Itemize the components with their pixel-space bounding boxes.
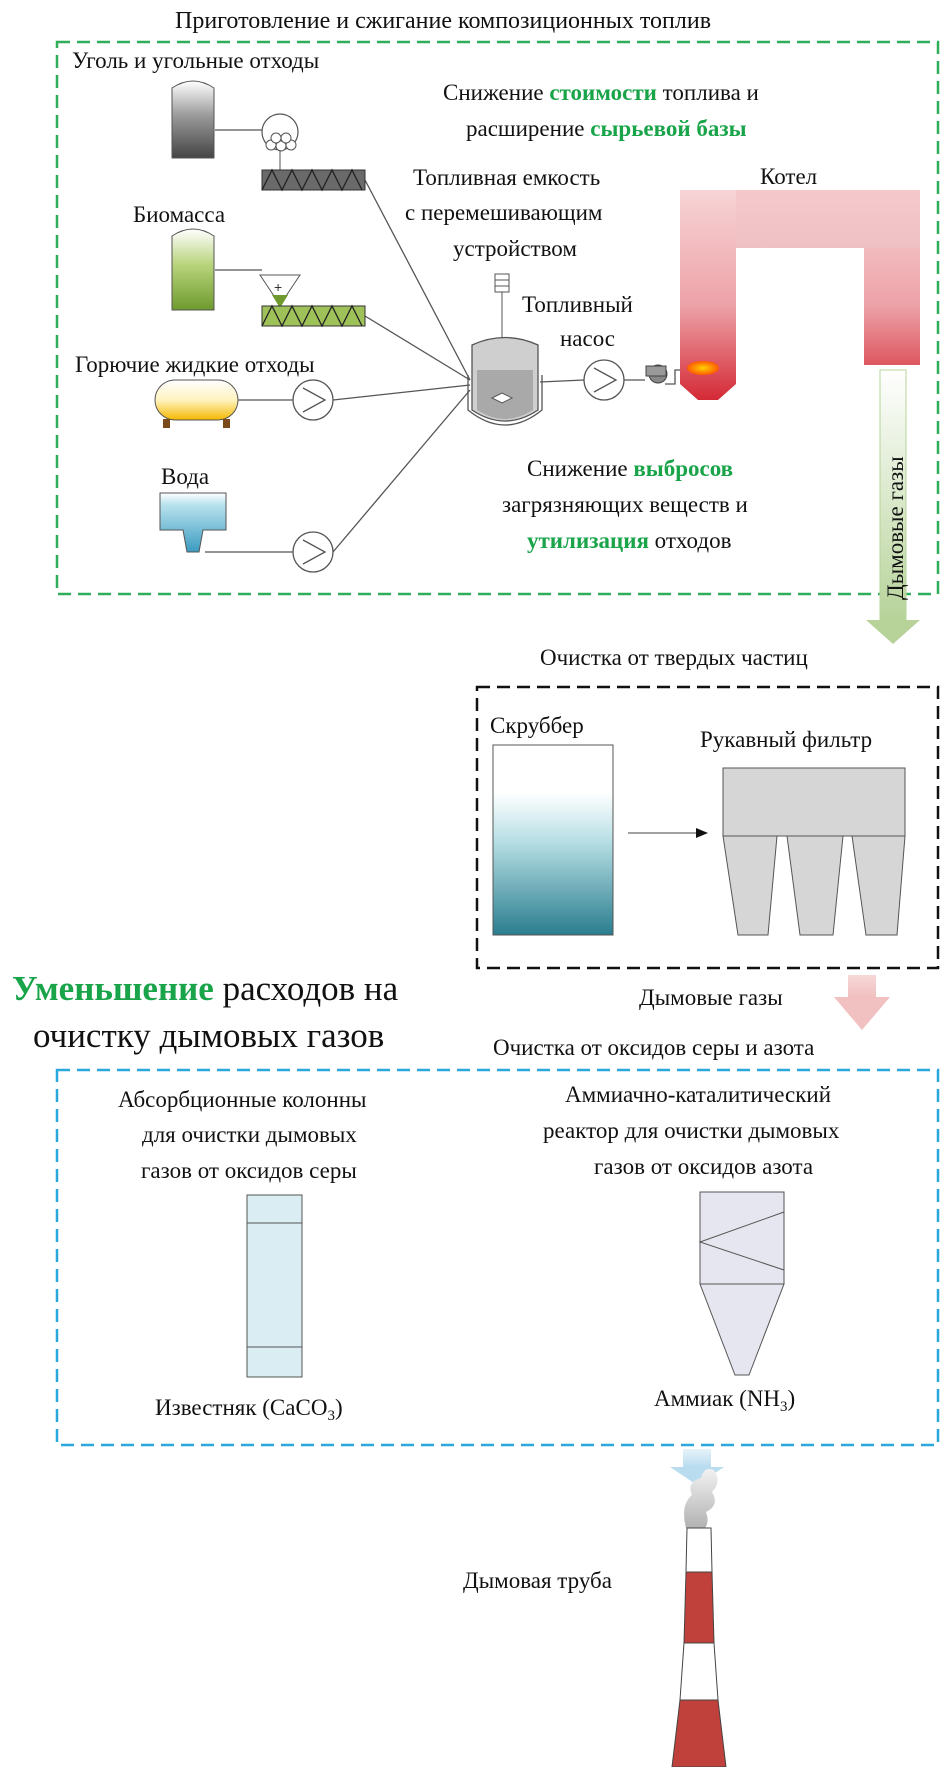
- coal-label: Уголь и угольные отходы: [72, 48, 319, 73]
- fuel-mixing-tank: [467, 273, 543, 426]
- fuel-pump-label-1: Топливный: [522, 292, 633, 317]
- liquid-waste-tank: [154, 379, 239, 428]
- fuel-tank-label-3: устройством: [453, 236, 577, 261]
- fuel-tank-label-1: Топливная емкость: [413, 165, 600, 190]
- benefit-emissions-line-2: загрязняющих веществ и: [502, 492, 748, 517]
- boiler: [680, 190, 920, 400]
- cost-reduction-line-1: Уменьшение расходов на: [12, 969, 399, 1008]
- flue-gas-vertical-label: Дымовые газы: [883, 456, 908, 600]
- stack-label: Дымовая труба: [463, 1568, 612, 1593]
- absorber-label-2: для очистки дымовых: [142, 1122, 357, 1147]
- ammonia-label: Аммиак (NH3): [654, 1386, 795, 1415]
- liquid-waste-label: Горючие жидкие отходы: [75, 352, 315, 377]
- absorber-label-1: Абсорбционные колонны: [118, 1087, 366, 1112]
- fuel-pump-label-2: насос: [560, 326, 615, 351]
- fuel-prep-title: Приготовление и сжигание композиционных …: [175, 8, 711, 34]
- particulate-frame: [475, 685, 940, 970]
- water-label: Вода: [161, 464, 209, 489]
- chimney-stack: [671, 1527, 727, 1767]
- particulate-title: Очистка от твердых частиц: [540, 645, 808, 670]
- benefit-cost-line-1: Снижение стоимости топлива и: [443, 80, 759, 105]
- smoke: [684, 1469, 718, 1530]
- biomass-silo: +: [171, 228, 301, 311]
- water-pump: [292, 531, 334, 573]
- pipelines: [205, 129, 690, 553]
- bag-filter: [722, 767, 906, 936]
- burner-fan: [645, 364, 668, 384]
- scr-label-2: реактор для очистки дымовых: [543, 1118, 840, 1143]
- absorber-label-3: газов от оксидов серы: [141, 1158, 357, 1183]
- limestone-label: Известняк (CaCO3): [155, 1395, 343, 1424]
- benefit-cost-line-2: расширение сырьевой базы: [466, 116, 747, 141]
- benefit-emissions-line-3: утилизация отходов: [527, 528, 732, 553]
- cost-reduction-line-2: очистку дымовых газов: [33, 1016, 384, 1055]
- biomass-screw-conveyor: [261, 304, 366, 328]
- bag-filter-label: Рукавный фильтр: [700, 727, 872, 752]
- flue-gas-arrow-1: [866, 369, 920, 644]
- flue-gas-arrow-2: [834, 975, 890, 1030]
- water-hopper: [159, 492, 227, 553]
- scr-reactor: [698, 1191, 785, 1376]
- sox-nox-frame: [55, 1068, 940, 1447]
- scr-label-3: газов от оксидов азота: [594, 1154, 813, 1179]
- gas-flow-arrow: [628, 828, 708, 838]
- liquid-waste-pump: [292, 379, 334, 421]
- svg-text:+: +: [274, 279, 282, 295]
- benefit-emissions-line-1: Снижение выбросов: [527, 456, 733, 481]
- sox-nox-title: Очистка от оксидов серы и азота: [493, 1035, 814, 1060]
- scr-label-1: Аммиачно-каталитический: [565, 1082, 831, 1107]
- fuel-tank-label-2: с перемешивающим: [405, 200, 603, 225]
- fuel-prep-frame: [55, 40, 940, 596]
- scrubber: [492, 744, 614, 936]
- fuel-pump: [583, 359, 625, 401]
- coal-silo: [171, 80, 299, 170]
- biomass-label: Биомасса: [133, 202, 225, 227]
- coal-screw-conveyor: [261, 168, 366, 192]
- flue-gas-label-2: Дымовые газы: [639, 985, 783, 1010]
- boiler-label: Котел: [760, 164, 817, 189]
- scrubber-label: Скруббер: [490, 713, 584, 738]
- absorption-column: [246, 1194, 303, 1378]
